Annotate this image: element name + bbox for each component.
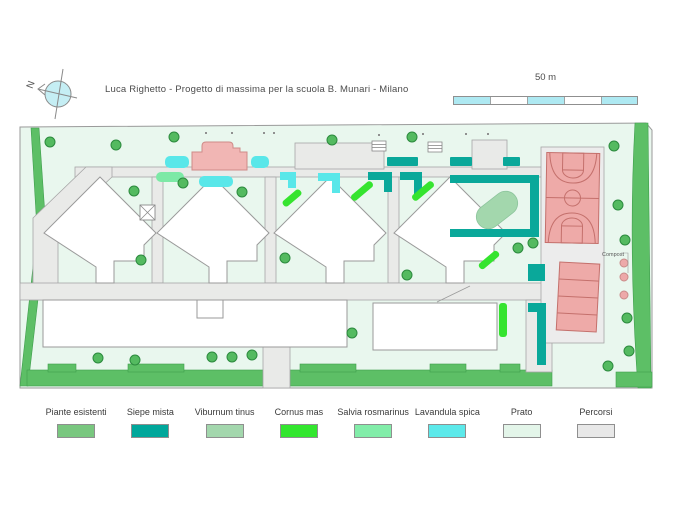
bench-symbol bbox=[371, 140, 387, 152]
legend-label: Lavandula spica bbox=[414, 407, 480, 417]
legend-item-siepe-mista: Siepe mista bbox=[113, 407, 187, 438]
compost-label: Compost bbox=[602, 252, 624, 258]
paved-plaza bbox=[294, 142, 385, 170]
legend-swatch bbox=[57, 424, 96, 438]
legend-label: Siepe mista bbox=[126, 407, 174, 417]
legend-swatch bbox=[502, 424, 541, 438]
crossed-square-symbol bbox=[139, 204, 156, 221]
legend-label: Salvia rosmarinus bbox=[337, 407, 409, 417]
sports-court bbox=[555, 261, 601, 333]
cornus-beds bbox=[282, 181, 507, 337]
lavandula-beds bbox=[165, 156, 340, 193]
legend-item-viburnum-tinus: Viburnum tinus bbox=[188, 407, 262, 438]
legend-item-salvia-rosmarinus: Salvia rosmarinus bbox=[336, 407, 410, 438]
legend-swatch bbox=[205, 424, 244, 438]
scale-bar bbox=[453, 96, 638, 105]
legend-label: Percorsi bbox=[579, 407, 613, 417]
scale-label: 50 m bbox=[534, 72, 557, 83]
legend-item-cornus-mas: Cornus mas bbox=[262, 407, 336, 438]
entrance-building bbox=[191, 141, 248, 171]
corridor-path bbox=[19, 282, 551, 301]
page-title: Luca Righetto - Progetto di massima per … bbox=[105, 84, 409, 95]
legend-item-percorsi: Percorsi bbox=[559, 407, 633, 438]
legend-label: Cornus mas bbox=[274, 407, 324, 417]
legend-swatch bbox=[354, 424, 393, 438]
legend-swatch bbox=[131, 424, 170, 438]
compost-bins: Compost bbox=[602, 252, 629, 300]
legend-label: Prato bbox=[510, 407, 533, 417]
boundary-ticks bbox=[205, 132, 489, 136]
basketball-court bbox=[544, 152, 601, 244]
bench-symbol bbox=[427, 141, 443, 153]
north-arrow-icon: N bbox=[25, 68, 78, 120]
legend-item-lavandula-spica: Lavandula spica bbox=[410, 407, 484, 438]
legend-label: Viburnum tinus bbox=[194, 407, 255, 417]
long-building bbox=[42, 285, 498, 351]
salvia-bed bbox=[156, 172, 184, 182]
legend-item-piante-esistenti: Piante esistenti bbox=[39, 407, 113, 438]
north-label: N bbox=[25, 80, 38, 91]
legend-label: Piante esistenti bbox=[45, 407, 107, 417]
legend-item-prato: Prato bbox=[485, 407, 559, 438]
legend: Piante esistenti Siepe mista Viburnum ti… bbox=[39, 407, 633, 438]
siepe-mista-hedges bbox=[368, 157, 546, 365]
legend-swatch bbox=[576, 424, 615, 438]
existing-trees bbox=[44, 131, 635, 372]
legend-swatch bbox=[428, 424, 467, 438]
existing-green-bands bbox=[19, 122, 653, 389]
legend-swatch bbox=[279, 424, 318, 438]
viburnum-bed bbox=[475, 190, 519, 230]
